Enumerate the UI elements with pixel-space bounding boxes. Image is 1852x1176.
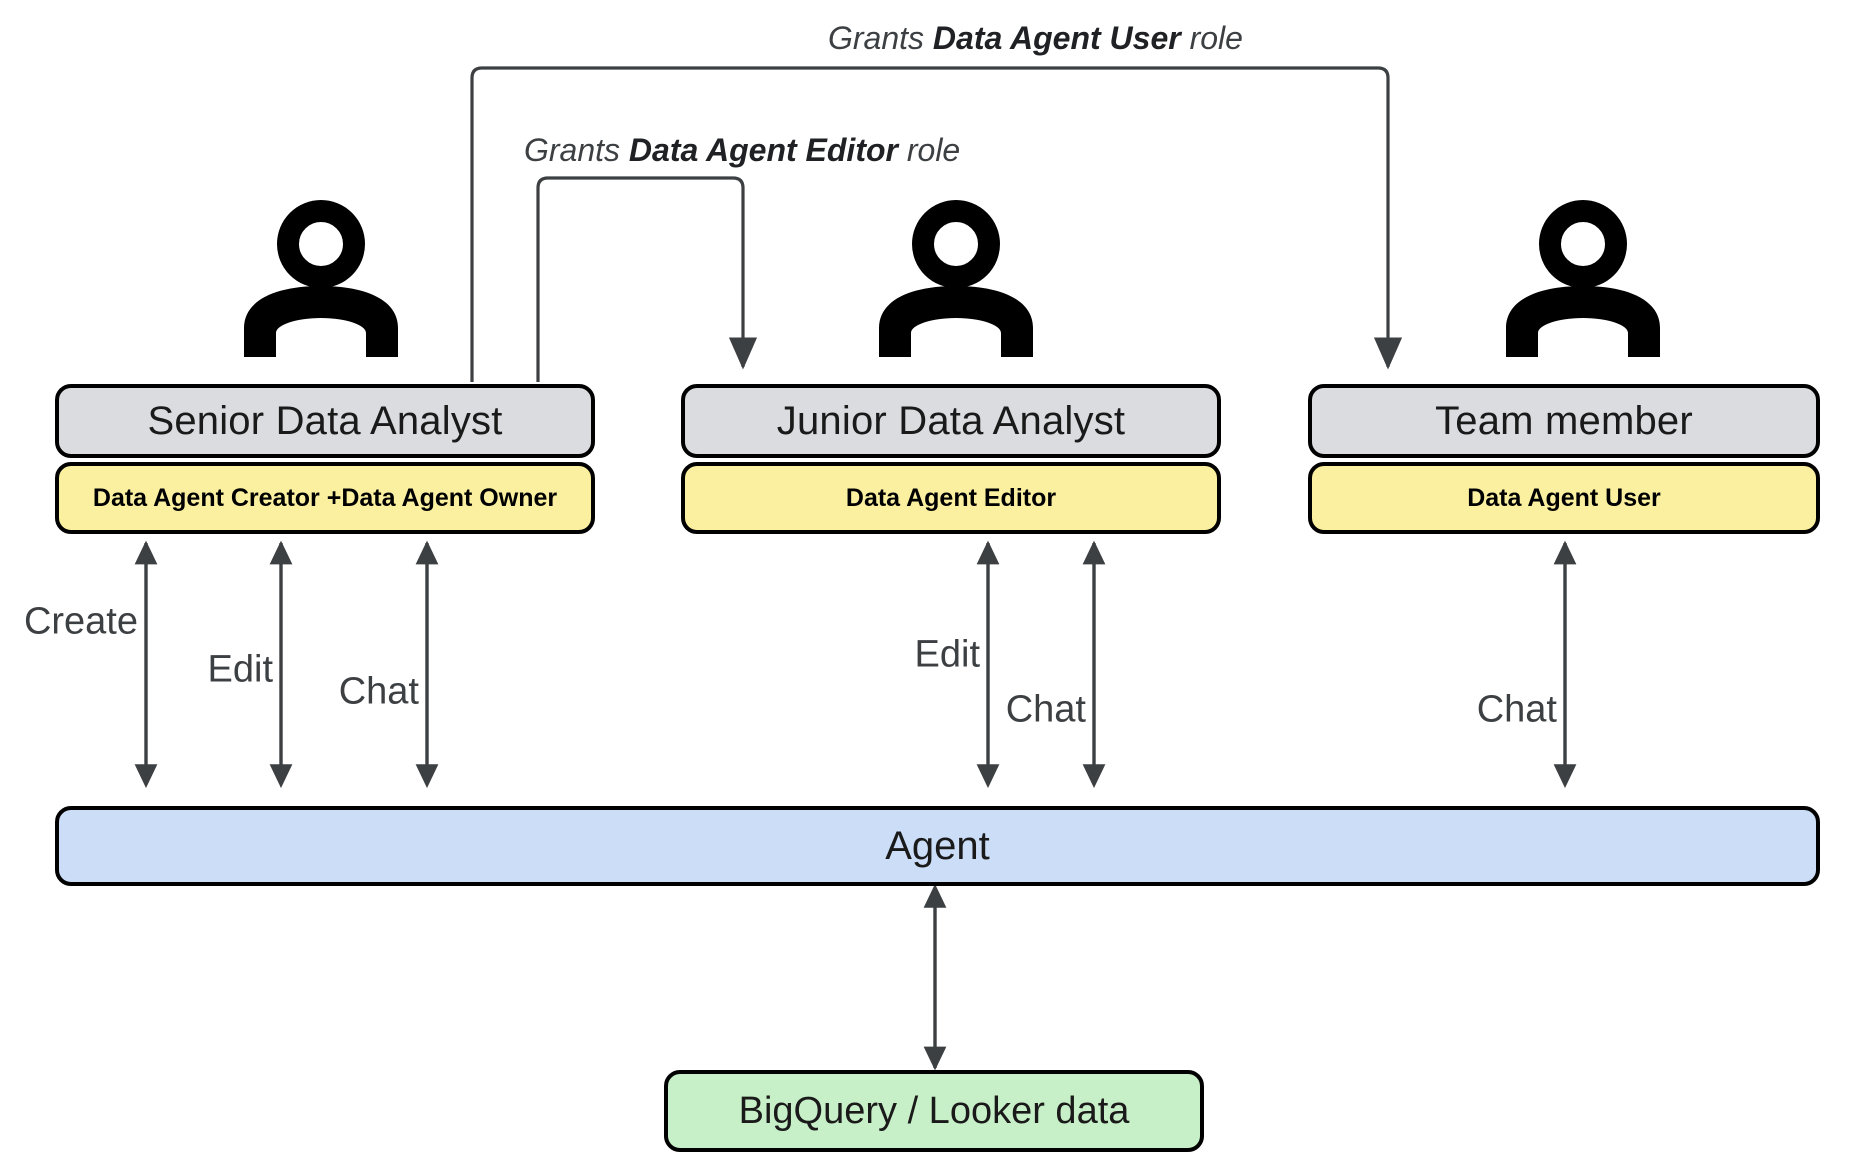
person-icon [244,200,398,357]
action-label-create: Create [23,600,138,643]
action-label-junior-edit: Edit [914,633,980,676]
grant-user-suffix: role [1180,20,1243,56]
role-line-1: Data Agent Editor [845,483,1057,512]
actor-role-team-member[interactable]: Data Agent User [1308,462,1820,534]
agent-bar[interactable]: Agent [55,806,1820,886]
actor-role-senior-data-analyst[interactable]: Data Agent Creator + Data Agent Owner [55,462,595,534]
grant-user-role: Data Agent User [932,20,1181,56]
actor-title-senior-data-analyst[interactable]: Senior Data Analyst [55,384,595,458]
grant-label-data-agent-editor: Grants Data Agent Editor role [524,132,960,169]
actor-title-junior-data-analyst[interactable]: Junior Data Analyst [681,384,1221,458]
datastore-box[interactable]: BigQuery / Looker data [664,1070,1204,1152]
action-label-senior-edit: Edit [207,648,273,691]
grant-editor-role: Data Agent Editor [628,132,898,168]
action-label-senior-chat: Chat [338,670,419,713]
role-line-2: Data Agent Owner [341,483,558,512]
connector-grant-editor [536,176,758,382]
grant-user-prefix: Grants [828,20,933,56]
action-label-junior-chat: Chat [1005,688,1086,731]
grant-editor-prefix: Grants [524,132,629,168]
person-icon [879,200,1033,357]
actor-role-junior-data-analyst[interactable]: Data Agent Editor [681,462,1221,534]
action-label-team-chat: Chat [1476,688,1557,731]
role-line-1: Data Agent Creator + [92,483,342,512]
actor-title-team-member[interactable]: Team member [1308,384,1820,458]
grant-editor-suffix: role [897,132,961,168]
person-icon [1506,200,1660,357]
role-line-1: Data Agent User [1467,483,1661,512]
grant-label-data-agent-user: Grants Data Agent User role [828,20,1243,57]
